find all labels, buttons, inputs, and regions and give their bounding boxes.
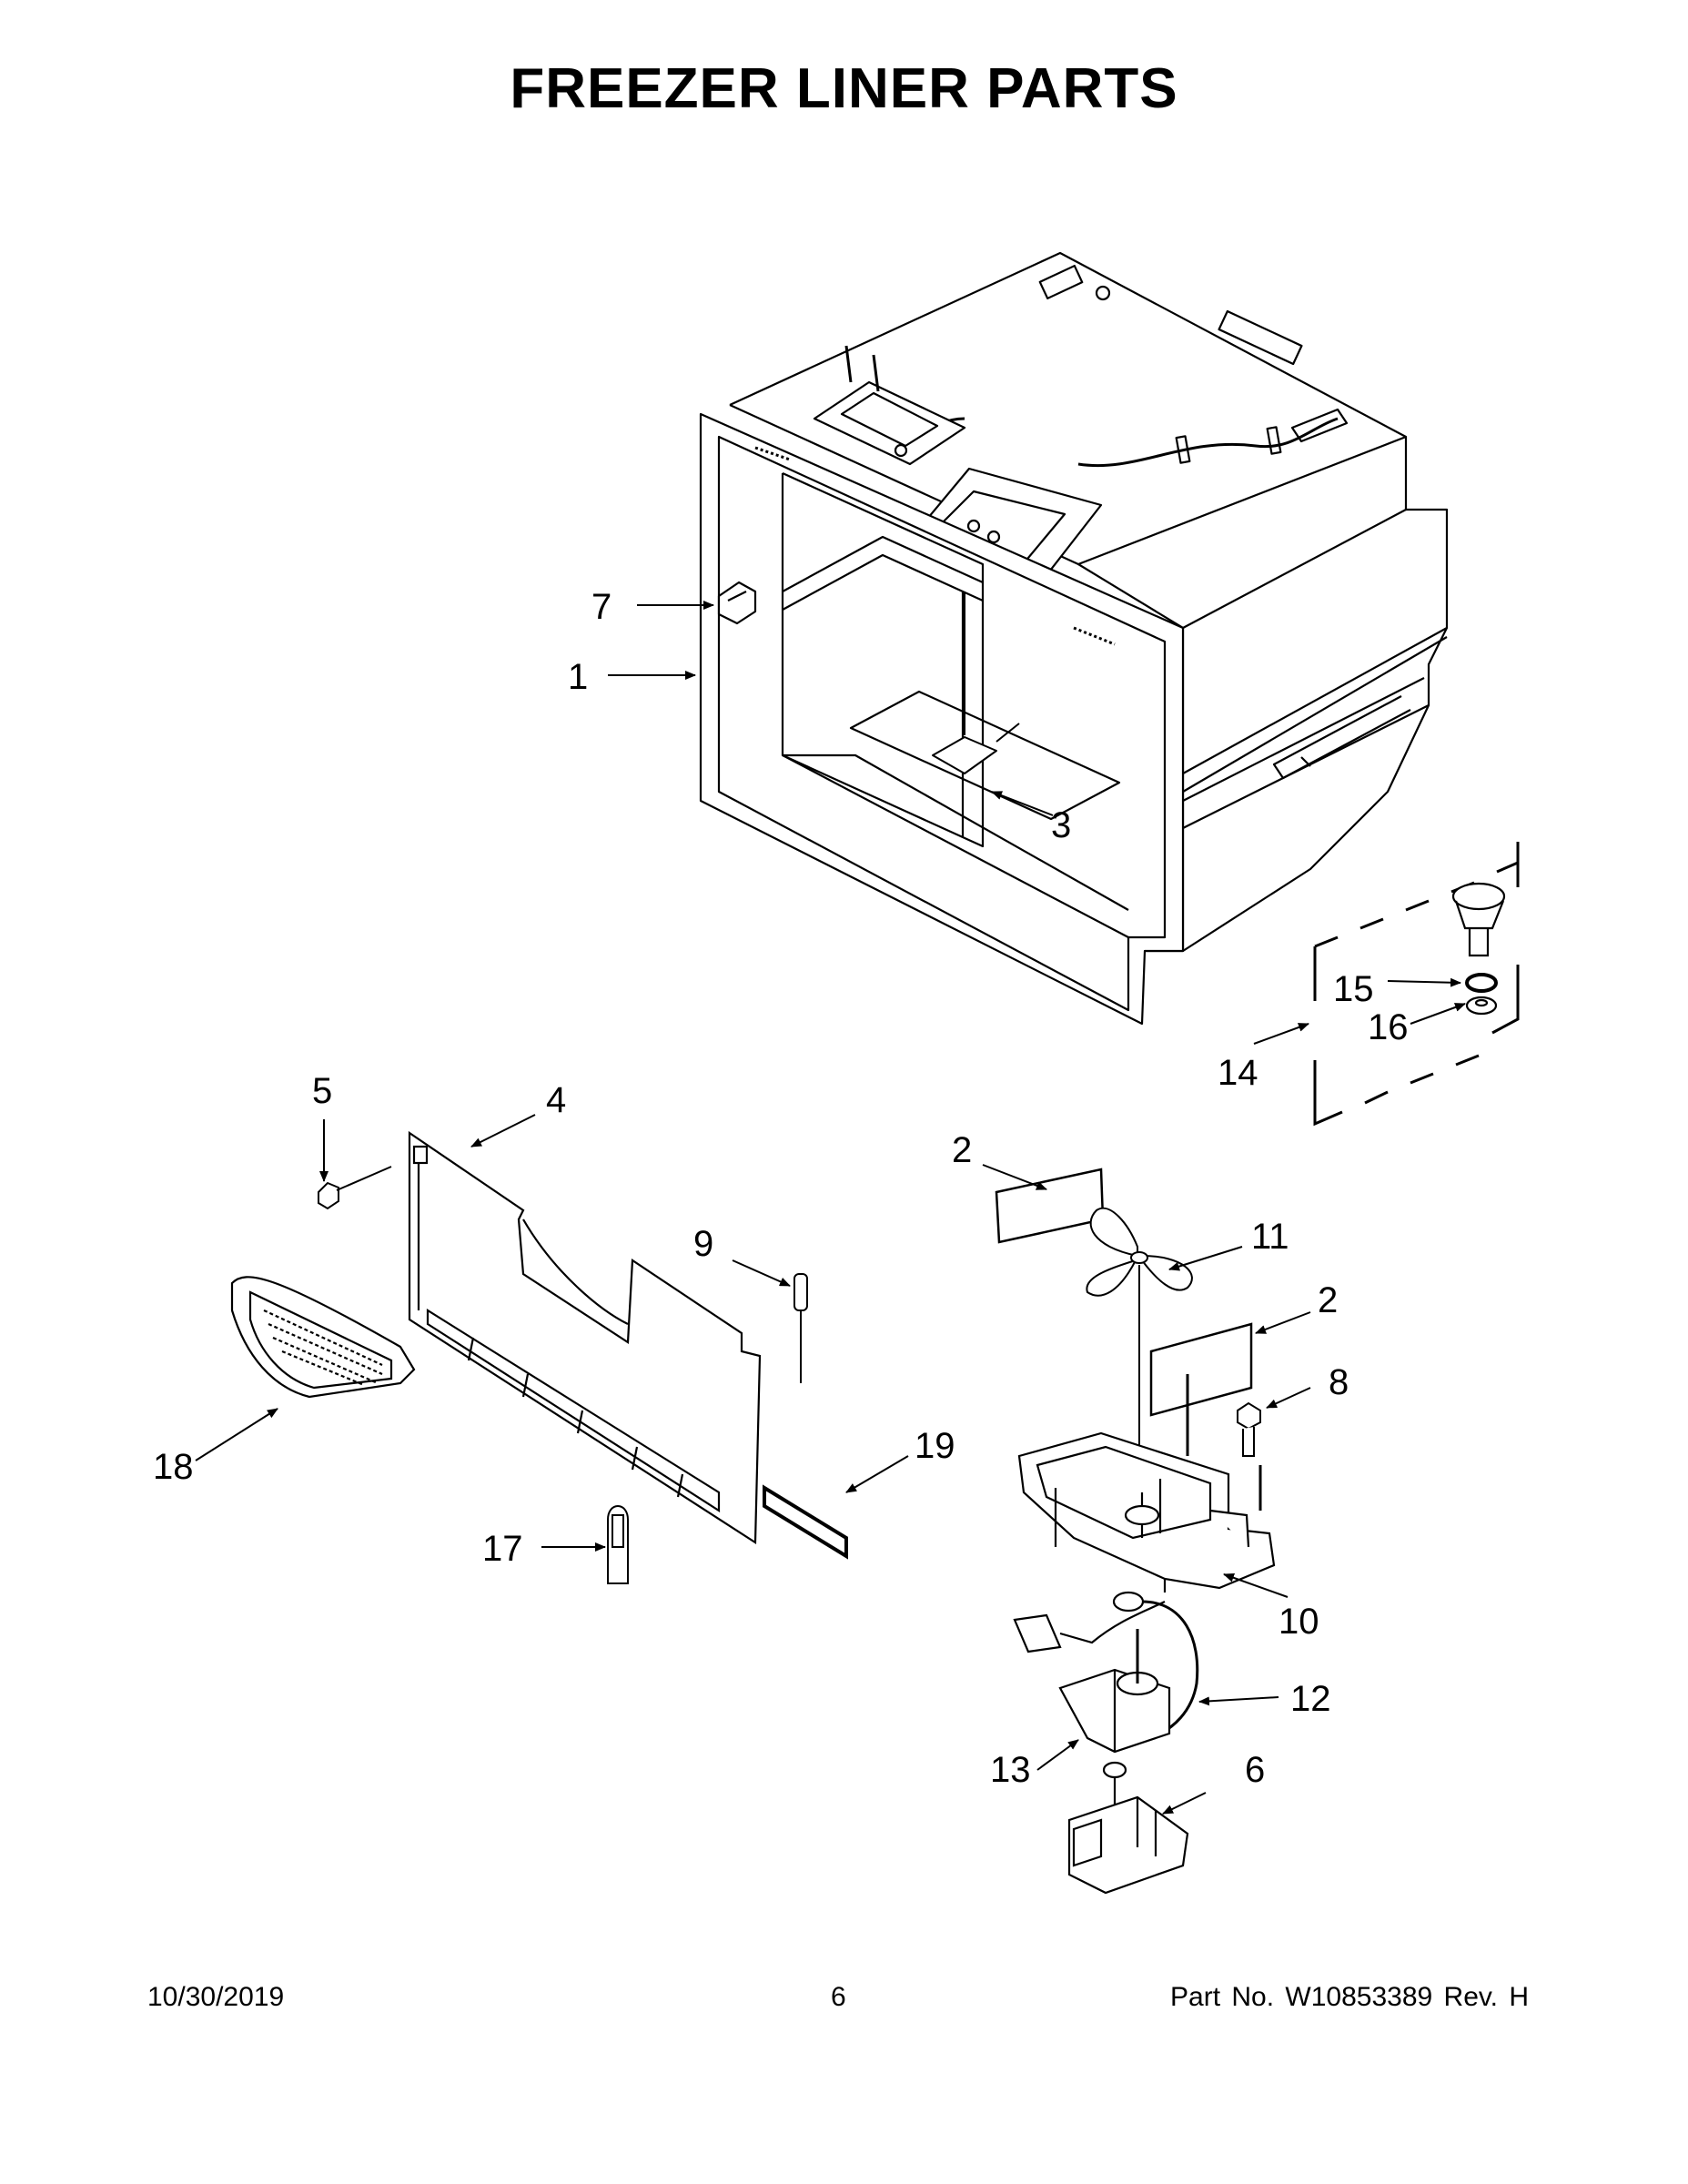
callout-9: 9 <box>693 1224 713 1264</box>
callout-15: 15 <box>1333 969 1374 1009</box>
rear-panel-part-4 <box>408 1130 762 1544</box>
gasket-strip-part-19 <box>763 1484 848 1560</box>
callout-18: 18 <box>153 1447 194 1487</box>
callout-10: 10 <box>1279 1602 1319 1642</box>
fan-housing-part-10 <box>1017 1374 1276 1592</box>
clip-part-17 <box>607 1505 629 1584</box>
callout-7: 7 <box>591 587 612 627</box>
callout-12: 12 <box>1290 1679 1331 1719</box>
leader-arrows <box>195 601 1466 1815</box>
callout-16: 16 <box>1368 1007 1409 1047</box>
footer-part-number: Part No. W10853389 Rev. H <box>1170 1982 1529 2012</box>
callout-19: 19 <box>915 1426 955 1466</box>
screw-part-5 <box>318 1166 392 1210</box>
callout-14: 14 <box>1218 1053 1258 1093</box>
freezer-liner-part-1 <box>699 251 1449 1026</box>
footer-page-number: 6 <box>831 1982 846 2012</box>
screw-part-8 <box>1237 1401 1261 1457</box>
callout-3: 3 <box>1051 805 1071 845</box>
callout-2-lower: 2 <box>1318 1280 1338 1320</box>
sensor-part-9 <box>793 1273 808 1383</box>
drain-fitting-group <box>1313 842 1520 1127</box>
grille-part-18 <box>230 1276 416 1399</box>
callout-11: 11 <box>1251 1217 1289 1257</box>
callout-labels: 7 1 3 5 4 2 9 11 2 8 19 17 18 10 12 13 6… <box>153 587 1409 1790</box>
insulation-pad-part-2-lower <box>1149 1322 1253 1417</box>
fan-motor-part-12 <box>1013 1591 1199 1754</box>
callout-8: 8 <box>1329 1362 1349 1402</box>
callout-1: 1 <box>568 657 588 697</box>
callout-2-upper: 2 <box>952 1130 972 1170</box>
callout-13: 13 <box>990 1750 1031 1790</box>
callout-4: 4 <box>546 1080 566 1120</box>
callout-17: 17 <box>482 1529 523 1569</box>
callout-6: 6 <box>1245 1750 1265 1790</box>
callout-5: 5 <box>312 1071 332 1111</box>
motor-bracket-part-6 <box>1067 1761 1189 1895</box>
page-title: FREEZER LINER PARTS <box>510 57 1178 120</box>
insulation-pad-part-2-upper <box>995 1168 1105 1244</box>
footer-date: 10/30/2019 <box>147 1982 285 2012</box>
